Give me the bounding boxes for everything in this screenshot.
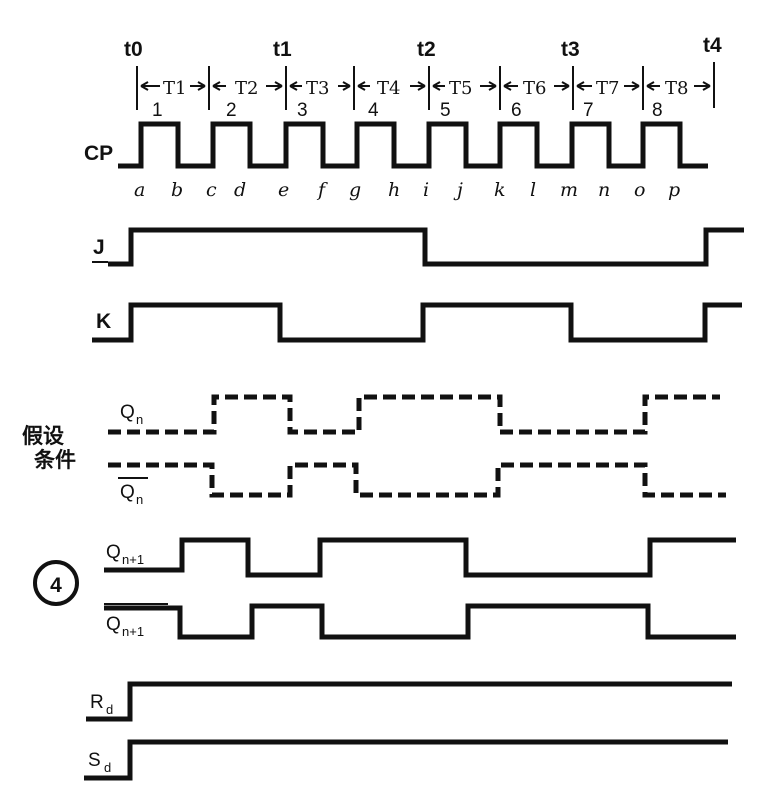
arrow-t5-left: [432, 81, 445, 91]
period-label-t2: T2: [235, 78, 258, 99]
time-label-t1: t1: [273, 38, 292, 61]
pulse-number-7: 7: [583, 100, 594, 121]
step-marker-circle: [33, 560, 79, 606]
edge-letter-j: j: [453, 179, 463, 201]
arrow-t2-left: [212, 81, 226, 91]
period-label-t5: T5: [449, 78, 472, 99]
qn-bar-waveform: [108, 462, 726, 498]
arrow-t7-right: [624, 81, 640, 91]
edge-letter-i: i: [423, 179, 429, 201]
pulse-number-4: 4: [368, 100, 379, 121]
edge-letter-p: p: [668, 179, 680, 201]
qn-label: Q: [120, 402, 135, 423]
k-waveform: [92, 302, 742, 343]
edge-letter-o: o: [634, 179, 645, 201]
edge-letter-g: g: [349, 179, 361, 201]
edge-letter-m: m: [560, 179, 578, 201]
edge-letters: a b c d e f g h i j k l m n o p: [134, 179, 680, 201]
step-marker-number: 4: [50, 574, 62, 597]
qn1-label: Q: [106, 542, 121, 563]
period-label-t6: T6: [523, 78, 546, 99]
edge-letter-e: e: [278, 179, 289, 201]
arrow-t1-left: [140, 81, 160, 91]
edge-letter-h: h: [388, 179, 400, 201]
edge-letter-l: l: [530, 179, 536, 201]
arrow-t6-right: [554, 81, 570, 91]
edge-letter-d: d: [234, 179, 246, 201]
pulse-number-3: 3: [297, 100, 308, 121]
pulse-number-8: 8: [652, 100, 663, 121]
step-marker: 4: [33, 560, 79, 606]
time-label-t3: t3: [561, 38, 580, 61]
qn1-bar-label: Q: [106, 614, 121, 635]
edge-letter-f: f: [316, 179, 328, 201]
qn1-bar-waveform: [104, 603, 736, 640]
time-label-t2: t2: [417, 38, 436, 61]
rd-label: R: [90, 692, 104, 713]
arrow-t7-left: [576, 81, 592, 91]
cp-waveform: [118, 121, 708, 169]
arrow-t8-right: [694, 81, 711, 91]
period-label-t3: T3: [306, 78, 329, 99]
assumption-line-1: 假设: [22, 425, 64, 448]
arrow-t4-left: [357, 81, 370, 91]
sd-label-sub: d: [104, 760, 111, 775]
period-label-t8: T8: [665, 78, 688, 99]
qn-waveform: [108, 394, 720, 435]
period-label-t1: T1: [163, 78, 186, 99]
edge-letter-k: k: [494, 179, 506, 201]
pulse-numbers: 1 2 3 4 5 6 7 8: [152, 100, 663, 121]
arrow-t3-left: [289, 81, 302, 91]
pulse-number-2: 2: [226, 100, 237, 121]
period-labels: T1 T2 T3 T4 T5 T6 T7 T8: [163, 78, 688, 99]
qn-bar-label: Q: [120, 482, 135, 503]
sd-label: S: [88, 750, 101, 771]
sd-waveform: [84, 739, 728, 781]
rd-waveform: [86, 681, 732, 722]
edge-letter-c: c: [206, 179, 217, 201]
qn-bar-label-sub: n: [136, 492, 143, 507]
period-ticks: [136, 62, 715, 110]
period-label-t4: T4: [377, 78, 400, 99]
k-label: K: [96, 310, 111, 333]
edge-letter-n: n: [598, 179, 610, 201]
qn1-waveform: [104, 537, 736, 578]
time-label-t4: t4: [703, 34, 722, 57]
assumption-line-2: 条件: [34, 448, 76, 472]
pulse-number-5: 5: [440, 100, 451, 121]
arrow-t5-right: [480, 81, 497, 91]
arrow-t3-right: [338, 81, 351, 91]
j-waveform: [108, 227, 744, 267]
arrow-t2-right: [266, 81, 283, 91]
arrow-t6-left: [503, 81, 518, 91]
pulse-number-6: 6: [511, 100, 522, 121]
cp-label: CP: [84, 142, 113, 165]
qn1-label-sub: n+1: [122, 552, 144, 567]
pulse-number-1: 1: [152, 100, 163, 121]
time-label-t0: t0: [124, 38, 143, 61]
period-arrows: [140, 81, 711, 91]
qn-label-sub: n: [136, 412, 143, 427]
j-label: J: [93, 236, 105, 259]
arrow-t8-left: [646, 81, 660, 91]
rd-label-sub: d: [106, 702, 113, 717]
arrow-t1-right: [190, 81, 206, 91]
assumption-label: 假设 条件: [22, 425, 76, 472]
period-label-t7: T7: [596, 78, 619, 99]
edge-letter-a: a: [134, 179, 145, 201]
arrow-t4-right: [410, 81, 426, 91]
time-markers: t0 t1 t2 t3 t4: [124, 34, 722, 61]
qn1-bar-label-sub: n+1: [122, 624, 144, 639]
edge-letter-b: b: [171, 179, 183, 201]
